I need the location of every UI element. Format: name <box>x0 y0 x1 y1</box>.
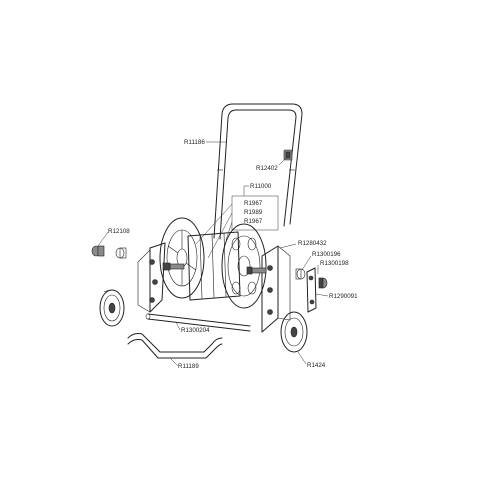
axle-part <box>145 313 251 332</box>
label-r1300198: R1300198 <box>320 260 349 267</box>
label-r1424: R1424 <box>307 362 326 369</box>
front-bar-part <box>127 333 223 359</box>
label-r1300204: R1300204 <box>181 327 210 334</box>
inlet-pipe-part <box>162 262 185 271</box>
right-caps-part <box>295 268 328 289</box>
label-r12402: R12402 <box>256 165 278 172</box>
label-r12108: R12108 <box>108 228 130 235</box>
reel-left-flange-part <box>159 217 205 299</box>
right-axle-stub-part <box>246 266 267 275</box>
label-r1967-bottom: R1967 <box>244 218 263 225</box>
clip-part <box>283 149 293 161</box>
part-labels: R11186 R12402 R11000 R1967 R1989 R1967 R… <box>108 139 358 370</box>
label-r1967-top: R1967 <box>244 200 263 207</box>
label-r1280432: R1280432 <box>298 240 327 247</box>
left-wheel-part <box>99 289 125 327</box>
label-r1989: R1989 <box>244 209 263 216</box>
label-r11186: R11186 <box>184 139 205 146</box>
label-r1300196: R1300196 <box>312 251 341 258</box>
label-r11189: R11189 <box>178 363 199 370</box>
left-fitting-part <box>91 245 127 259</box>
reel-right-flange-part <box>221 223 267 309</box>
left-frame-part <box>137 242 166 313</box>
right-wheel-part <box>280 311 308 353</box>
handle-part <box>213 103 303 240</box>
crank-part <box>306 267 317 313</box>
label-r1290091: R1290091 <box>329 293 358 300</box>
leader-lines <box>97 141 329 367</box>
label-r11000: R11000 <box>250 183 272 190</box>
